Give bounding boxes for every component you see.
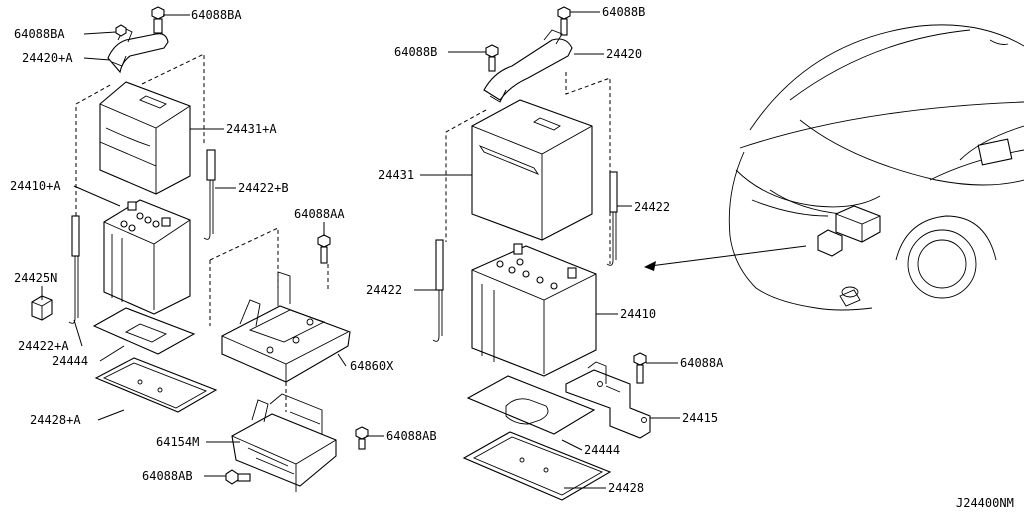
tray-24428 <box>462 431 612 501</box>
bolt-64088A <box>633 352 647 384</box>
label-24422-right: 24422 <box>634 200 670 214</box>
label-24431: 24431 <box>378 168 414 182</box>
diagram-code: J24400NM <box>956 496 1014 510</box>
label-64860X: 64860X <box>350 359 394 373</box>
battery-24410A <box>103 199 191 315</box>
tray-24428A <box>94 357 218 413</box>
label-64088AA: 64088AA <box>294 207 345 221</box>
pad-24444 <box>466 375 596 435</box>
label-24428: 24428 <box>608 481 644 495</box>
label-64088A: 64088A <box>680 356 724 370</box>
battery-cover-24431A <box>99 81 191 195</box>
label-64088AB-bottom: 64088AB <box>142 469 193 483</box>
label-24444-left: 24444 <box>52 354 88 368</box>
label-24422B: 24422+B <box>238 181 289 195</box>
label-64088BA-top: 64088BA <box>191 8 242 22</box>
bolt-64088AB-bottom <box>225 469 251 485</box>
label-24420A: 24420+A <box>22 51 73 65</box>
hook-rod-24422B <box>203 149 216 240</box>
label-64088BA-left: 64088BA <box>14 27 65 41</box>
hook-rod-24422A <box>68 215 80 324</box>
label-24425N: 24425N <box>14 271 57 285</box>
label-24422A: 24422+A <box>18 339 69 353</box>
label-64088AB-right: 64088AB <box>386 429 437 443</box>
leader-lines <box>41 11 680 489</box>
label-64088B-top: 64088B <box>602 5 645 19</box>
battery-24410 <box>471 243 597 377</box>
hook-rod-24422-left <box>432 239 444 342</box>
label-24410: 24410 <box>620 307 656 321</box>
battery-cover-24431 <box>471 99 593 241</box>
label-24415: 24415 <box>682 411 718 425</box>
left-assembly <box>31 6 369 492</box>
bracket-64154M <box>231 393 337 492</box>
bolt-64088B-left <box>485 44 499 72</box>
label-24420: 24420 <box>606 47 642 61</box>
terminal-24420 <box>483 29 573 103</box>
label-64154M: 64154M <box>156 435 199 449</box>
label-24410A: 24410+A <box>10 179 61 193</box>
label-24431A: 24431+A <box>226 122 277 136</box>
bolt-64088B-top <box>557 6 571 36</box>
label-64088B-left: 64088B <box>394 45 437 59</box>
bolt-64088AA <box>317 234 331 264</box>
bracket-64860X <box>221 271 351 383</box>
right-assembly <box>432 6 651 501</box>
label-24444: 24444 <box>584 443 620 457</box>
hook-rod-24422-right <box>606 171 618 266</box>
part-labels: 64088BA 64088BA 24420+A 24431+A 24410+A … <box>10 5 1014 510</box>
terminal-24420A <box>107 24 169 74</box>
bracket-24415 <box>565 361 651 439</box>
label-24428A: 24428+A <box>30 413 81 427</box>
vehicle-location-sketch <box>644 24 1024 311</box>
label-24422-left: 24422 <box>366 283 402 297</box>
pad-24444-left <box>92 307 196 355</box>
bolt-64088AB-right <box>355 426 369 450</box>
bolt-64088BA-top <box>151 6 165 34</box>
